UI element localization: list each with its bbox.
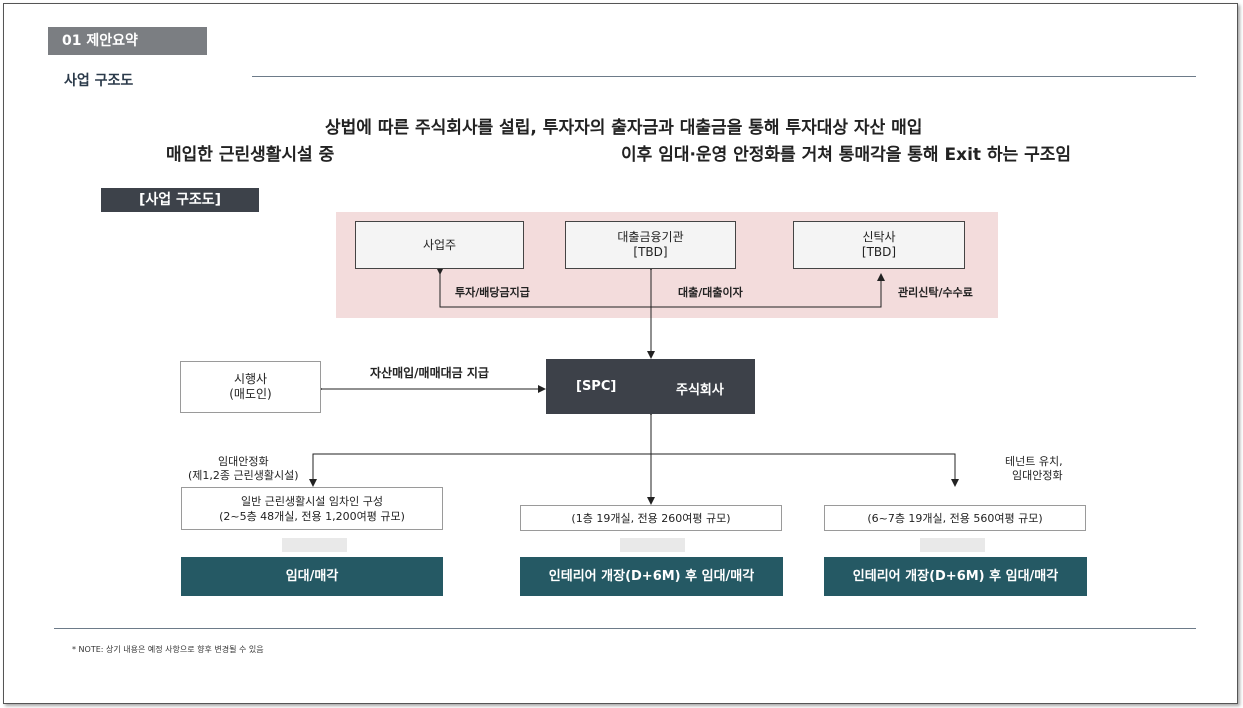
headline-line1: 상법에 따른 주식회사를 설립, 투자자의 출자금과 대출금을 통해 투자대상 …	[325, 118, 923, 138]
finance-bus-line	[436, 267, 885, 308]
floor-box-2-5-line2: (2~5층 48개실, 전용 1,200여평 규모)	[219, 509, 405, 523]
diagram-label: [사업 구조도]	[101, 188, 259, 212]
right-branch-note: 테넌트 유치, 임대안정화	[1005, 455, 1063, 483]
spacer-bar-left	[282, 538, 347, 552]
trust-flow-label: 관리신탁/수수료	[898, 286, 973, 299]
bottom-rule	[54, 628, 1196, 629]
top-rule	[252, 76, 1196, 77]
trust-tbd: [TBD]	[861, 245, 897, 259]
spacer-bar-center	[620, 538, 685, 552]
sponsor-box: 사업주	[355, 221, 524, 269]
lender-tbd: [TBD]	[633, 245, 668, 259]
spc-tag: [SPC]	[576, 379, 617, 394]
lender-box: 대출금융기관 [TBD]	[565, 221, 736, 269]
left-branch-note-line2: (제1,2종 근린생활시설)	[188, 469, 299, 482]
seller-label: 시행사	[233, 372, 268, 386]
left-branch-note: 임대안정화 (제1,2종 근린생활시설)	[188, 455, 299, 483]
left-branch-note-line1: 임대안정화	[218, 455, 269, 468]
strategy-box-center: 인테리어 개장(D+6M) 후 임대/매각	[520, 557, 783, 596]
right-branch-note-line1: 테넌트 유치,	[1005, 455, 1063, 468]
headline-line2-right: 이후 임대·운영 안정화를 거쳐 통매각을 통해 Exit 하는 구조임	[621, 145, 1072, 165]
right-branch-note-line2: 임대안정화	[1011, 469, 1063, 482]
lender-label: 대출금융기관	[617, 230, 684, 244]
spc-company: 주식회사	[676, 383, 724, 398]
seller-box: 시행사 (매도인)	[180, 361, 321, 413]
floor-box-1: (1층 19개실, 전용 260여평 규모)	[520, 505, 782, 531]
floor-box-6-7: (6~7층 19개실, 전용 560여평 규모)	[824, 505, 1086, 531]
branch-bus-line	[312, 453, 956, 460]
floor-box-6-7-line1: (6~7층 19개실, 전용 560여평 규모)	[867, 511, 1043, 525]
sponsor-flow-label: 투자/배당금지급	[455, 286, 530, 299]
spacer-bar-right	[920, 538, 985, 552]
floor-box-2-5: 일반 근린생활시설 임차인 구성 (2~5층 48개실, 전용 1,200여평 …	[181, 487, 443, 530]
lender-flow-label: 대출/대출이자	[678, 286, 743, 299]
headline-line2-left: 매입한 근린생활시설 중	[166, 145, 335, 165]
strategy-box-left: 임대/매각	[181, 557, 443, 596]
section-subtitle: 사업 구조도	[64, 73, 134, 89]
seller-role: (매도인)	[229, 387, 272, 401]
spc-box: [SPC] 주식회사	[546, 359, 755, 414]
trust-label: 신탁사	[862, 230, 896, 244]
strategy-box-right: 인테리어 개장(D+6M) 후 임대/매각	[824, 557, 1087, 596]
section-tab: 01 제안요약	[48, 27, 207, 55]
floor-box-1-line1: (1층 19개실, 전용 260여평 규모)	[571, 511, 731, 525]
seller-flow-label: 자산매입/매매대금 지급	[370, 366, 489, 380]
sponsor-label: 사업주	[422, 237, 457, 252]
floor-box-2-5-line1: 일반 근린생활시설 임차인 구성	[240, 494, 384, 508]
footnote: * NOTE: 상기 내용은 예정 사항으로 향후 변경될 수 있음	[72, 645, 264, 654]
trust-box: 신탁사 [TBD]	[793, 221, 965, 269]
